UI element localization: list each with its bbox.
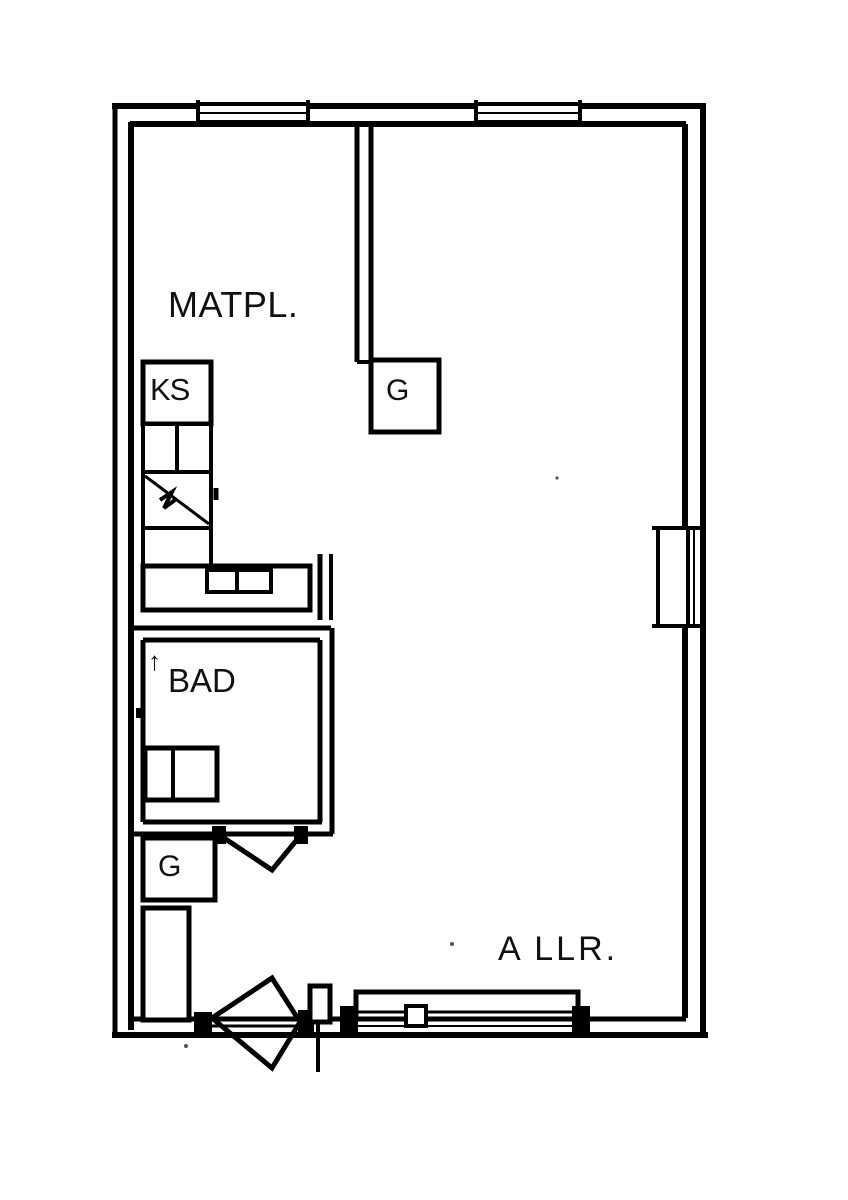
kitchen-cabinet-c — [141, 526, 213, 568]
kitchen-units — [140, 359, 219, 568]
window-top-right — [474, 100, 582, 126]
sink-basin-left — [205, 568, 239, 594]
bathroom-fixture — [142, 745, 220, 803]
window-top-left — [196, 100, 310, 126]
window-east — [652, 526, 704, 628]
south-wall-post — [307, 983, 333, 1072]
hall-closet — [140, 905, 192, 1023]
room-label-matpl: MATPL. — [168, 284, 299, 325]
bathroom-door[interactable] — [212, 826, 308, 874]
fixture-label-closet-g-lower: G — [158, 850, 182, 883]
entrance-door[interactable] — [194, 974, 314, 1072]
kitchen-unit-ks — [140, 359, 214, 427]
sink-basin-right — [235, 568, 273, 594]
bathroom-walls — [131, 625, 335, 837]
kitchen-cabinet-a — [141, 422, 179, 474]
partition-matpl-allr — [354, 124, 378, 364]
window-south-bay — [340, 989, 590, 1032]
closet-g-lower — [140, 835, 218, 903]
scan-artifacts — [184, 476, 559, 1048]
counter-peninsula — [140, 554, 333, 620]
bad-direction-arrow-icon: ↑ — [148, 646, 161, 676]
room-label-bad: BAD — [168, 662, 236, 699]
fixture-label-ks: KS — [150, 372, 190, 407]
room-label-allr: A LLR. — [498, 930, 619, 968]
kitchen-cabinet-b — [175, 422, 213, 474]
closet-g-upper — [368, 357, 442, 435]
fixture-label-closet-g-upper: G — [386, 374, 410, 407]
